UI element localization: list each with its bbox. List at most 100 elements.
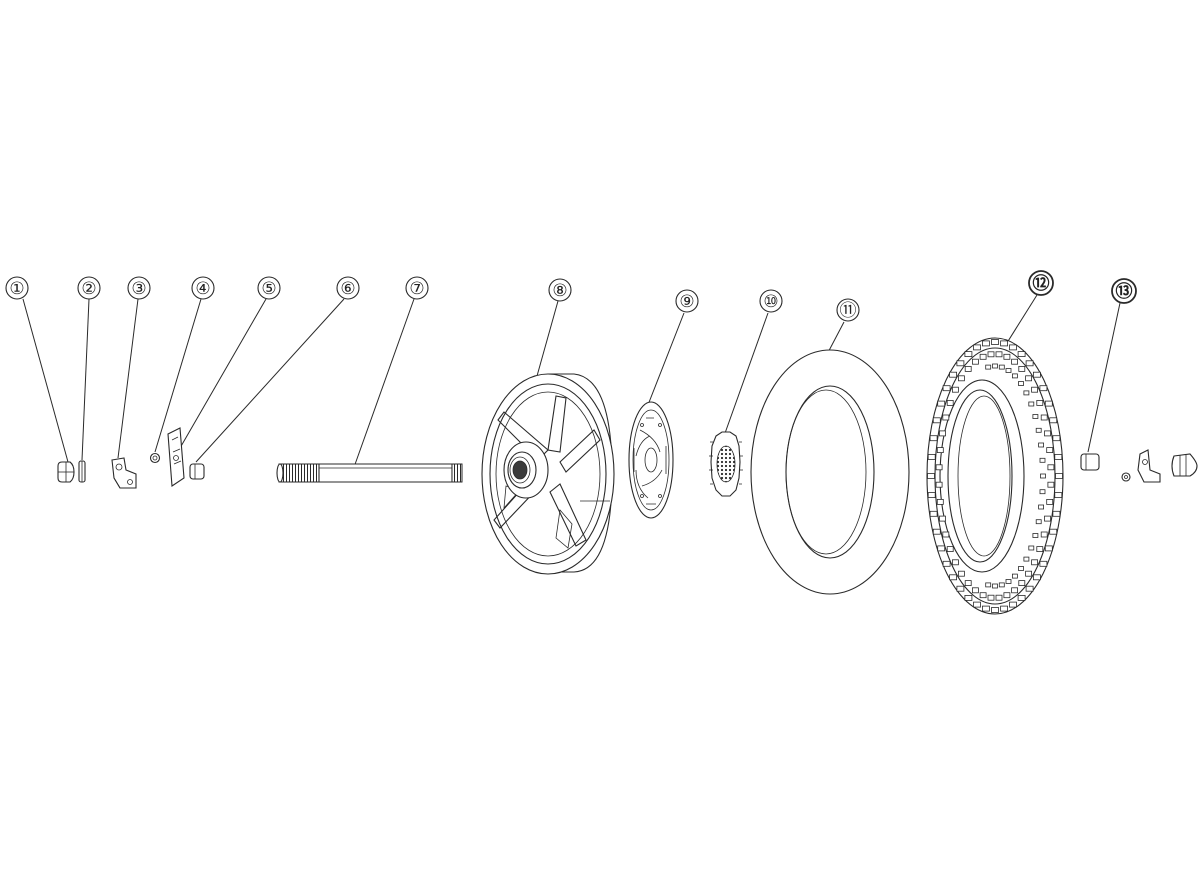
tread-block	[1017, 351, 1026, 358]
leader-5	[179, 298, 267, 449]
tread-block	[942, 531, 950, 538]
tread-block	[1054, 453, 1063, 460]
tread-block	[1044, 430, 1051, 437]
part-bracket	[111, 457, 137, 489]
leader-10	[723, 312, 769, 437]
callout-1: ①	[5, 276, 29, 300]
leader-lines	[22, 294, 1121, 471]
tread-block	[972, 587, 979, 594]
tread-block	[1032, 533, 1039, 538]
tread-block	[1047, 481, 1055, 488]
part-tire	[926, 337, 1064, 615]
tread-block	[935, 481, 943, 488]
tread-block	[936, 447, 944, 454]
part-sprocket	[709, 431, 743, 497]
callout-6: ⑥	[336, 276, 360, 300]
callout-12-label: ⑫	[1033, 273, 1050, 294]
tread-block	[1052, 510, 1061, 517]
tread-block	[956, 585, 965, 592]
tread-block	[1005, 368, 1012, 373]
tread-block	[942, 385, 951, 392]
tread-block	[1003, 353, 1011, 360]
tire-tread	[927, 339, 1063, 613]
tread-block	[964, 365, 972, 372]
tread-block	[958, 570, 965, 577]
callout-4-label: ④	[195, 279, 210, 299]
tread-block	[972, 358, 979, 365]
tread-block	[949, 371, 957, 378]
tread-block	[935, 464, 943, 471]
tread-block	[1035, 427, 1042, 433]
tread-block	[1003, 592, 1011, 599]
tread-block	[1033, 574, 1041, 581]
tread-block	[987, 351, 995, 358]
tread-block	[946, 399, 954, 406]
part-small-nut	[149, 452, 161, 464]
tread-block	[1031, 386, 1038, 393]
leader-1	[22, 298, 69, 463]
leader-12	[1004, 294, 1038, 347]
tread-block	[1017, 595, 1026, 601]
tread-block	[1044, 515, 1051, 522]
leader-8	[536, 300, 559, 377]
tread-block	[979, 592, 987, 599]
tread-block	[1038, 442, 1044, 448]
leader-2	[81, 298, 90, 461]
leader-9	[645, 312, 685, 411]
tread-block	[936, 498, 944, 505]
tread-block	[1039, 489, 1046, 495]
callout-9-label: ⑨	[679, 292, 694, 312]
callout-9: ⑨	[675, 289, 699, 313]
tread-block	[937, 400, 946, 407]
tread-block	[1028, 401, 1035, 407]
tread-block	[942, 560, 951, 567]
tread-block	[987, 594, 995, 601]
tread-block	[1033, 371, 1041, 378]
tread-block	[964, 351, 973, 358]
tread-block	[927, 473, 935, 479]
leader-3	[117, 298, 139, 459]
callout-3-label: ③	[131, 279, 146, 299]
tread-block	[991, 339, 999, 345]
tread-block	[1023, 390, 1030, 396]
tread-block	[1011, 358, 1018, 365]
tread-block	[1047, 464, 1055, 471]
tread-block	[964, 580, 972, 586]
tread-block	[1000, 605, 1008, 612]
tread-block	[1009, 344, 1017, 351]
tread-block	[1018, 566, 1024, 571]
tread-block	[1018, 381, 1024, 386]
tread-block	[992, 363, 998, 369]
tread-block	[979, 353, 987, 360]
tread-block	[1011, 587, 1018, 594]
part-right-hardware	[1080, 449, 1198, 483]
tread-block	[1044, 400, 1053, 407]
tread-block	[927, 492, 936, 499]
tread-block	[932, 417, 941, 424]
tread-block	[939, 515, 946, 522]
part-plate	[167, 427, 185, 487]
part-washer	[78, 460, 86, 483]
callout-11: ⑪	[836, 298, 860, 322]
tread-block	[1055, 473, 1063, 479]
tread-block	[1012, 573, 1018, 579]
tread-block	[1038, 504, 1044, 510]
tread-block	[1044, 545, 1053, 552]
callout-5-label: ⑤	[261, 279, 276, 299]
tread-block	[1054, 492, 1063, 499]
tread-block	[964, 595, 973, 601]
callout-12: ⑫	[1028, 270, 1054, 296]
tread-block	[992, 583, 998, 589]
callout-10: ⑩	[759, 289, 783, 313]
tread-block	[1012, 373, 1018, 379]
tread-block	[1046, 447, 1054, 454]
callout-1-label: ①	[9, 279, 24, 299]
part-hub-motor	[481, 373, 615, 575]
tread-block	[958, 375, 965, 382]
tread-block	[1018, 580, 1026, 586]
tread-block	[995, 351, 1003, 358]
part-disc-cover	[628, 401, 674, 519]
tread-block	[985, 364, 992, 370]
leader-7	[352, 298, 415, 471]
tread-block	[1035, 519, 1042, 525]
